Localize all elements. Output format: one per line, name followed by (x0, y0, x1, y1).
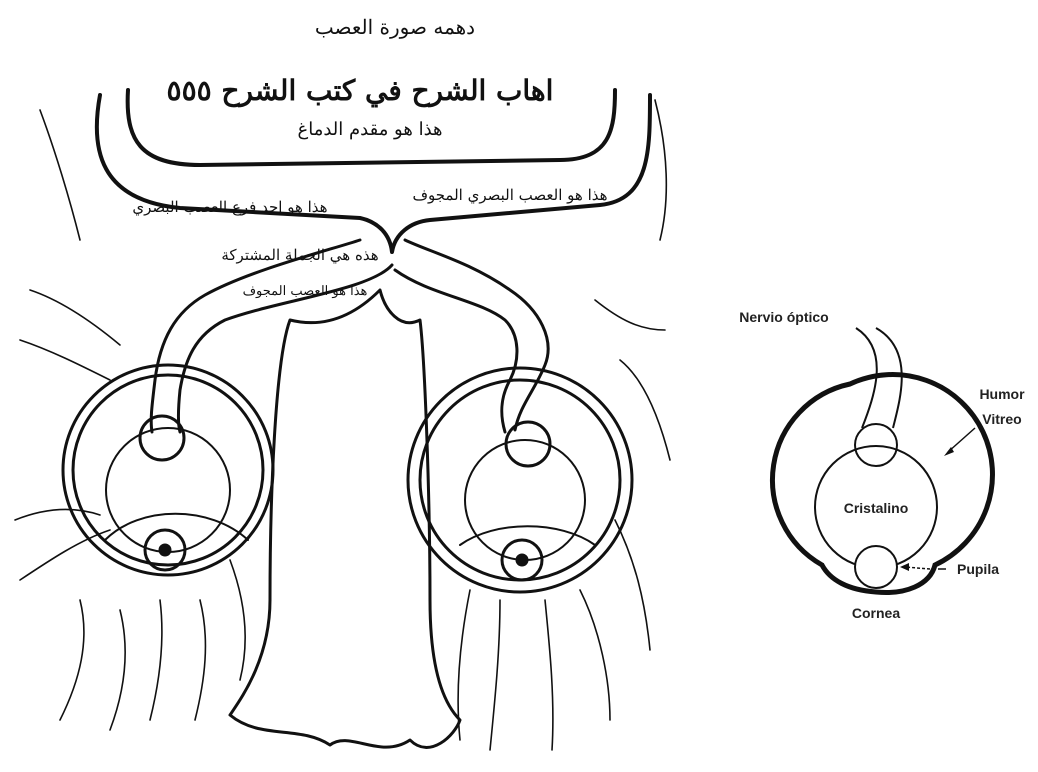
brain-stem (230, 290, 460, 747)
left-eye-nerve-opening (140, 416, 184, 460)
label-optic: هذا هو العصب المجوف (243, 284, 368, 299)
left-optic-nerve (151, 240, 360, 432)
manuscript-title: دهمه صورة العصب (315, 15, 475, 39)
label-chiasm: هذه هي الجملة المشتركة (221, 246, 378, 264)
label-right-nerve: هذا هو العصب البصري المجوف (412, 186, 607, 204)
left-eye-lens (106, 428, 230, 552)
label-pupil: Pupila (957, 561, 999, 577)
left-eye-pupil-dot (160, 545, 170, 555)
label-humor: Humor (979, 386, 1025, 402)
humor-arrow-line (948, 428, 975, 452)
label-cornea: Cornea (852, 605, 900, 621)
right-optic-nerve-inner (395, 270, 517, 432)
label-vitreo: Vitreo (982, 411, 1021, 427)
pupil-arrow-head (900, 563, 909, 571)
right-eye-lens (465, 440, 585, 560)
label-lens: Cristalino (844, 500, 909, 516)
manuscript-eye-diagram: دهمه صورة العصب اهاب الشرح في كتب الشرح … (15, 15, 670, 750)
manuscript-heading-2: هذا هو مقدم الدماغ (297, 119, 442, 140)
right-eye-pupil-dot (517, 555, 527, 565)
pupil-circle (855, 546, 897, 588)
left-eye-middle (73, 375, 263, 565)
label-optic-nerve: Nervio óptico (739, 309, 828, 325)
modern-eye-diagram: Nervio óptico Humor Vitreo Cristalino Pu… (739, 309, 1025, 621)
label-left-nerve: هذا هو احد فرع العصب البصري (132, 198, 327, 216)
left-eye-outer (63, 365, 273, 575)
right-eye-nerve-opening (506, 422, 550, 466)
optic-nerve-inner (876, 328, 902, 428)
manuscript-heading-1: اهاب الشرح في كتب الشرح ٥٥٥ (167, 74, 554, 108)
